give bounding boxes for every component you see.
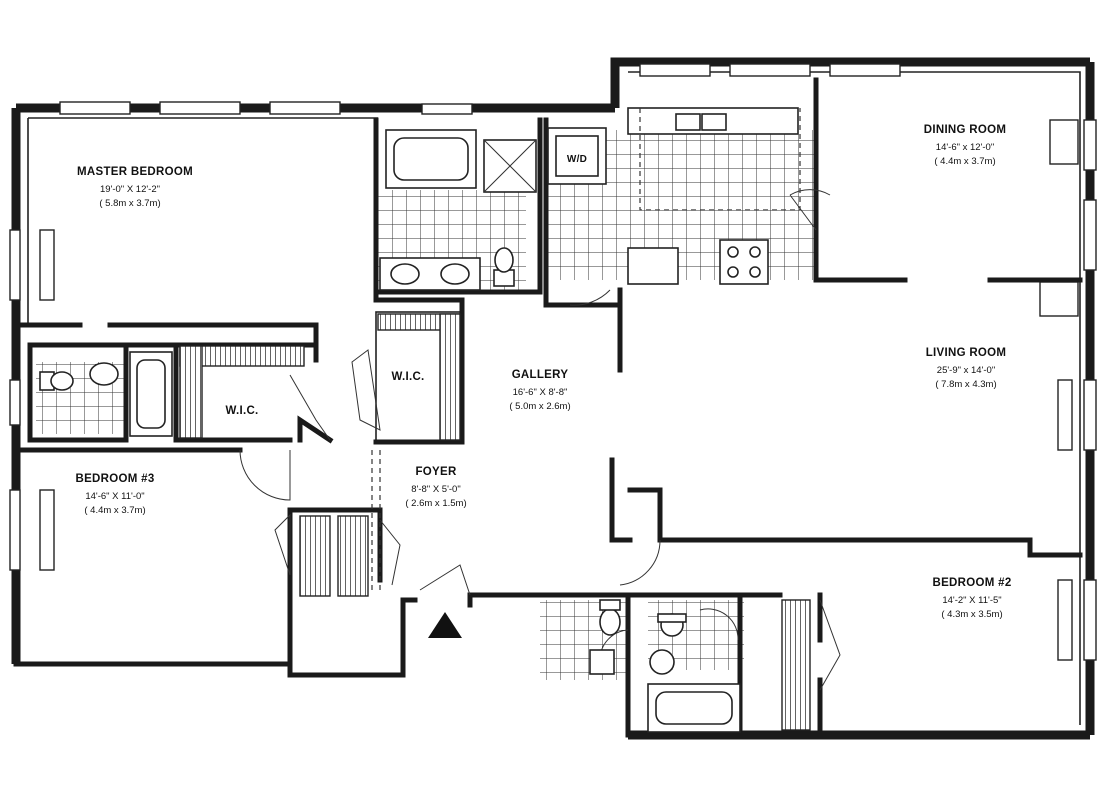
- room-living-room: LIVING ROOM 25'-9" x 14'-0" ( 7.8m x 4.3…: [926, 347, 1007, 390]
- window: [1083, 119, 1097, 171]
- room-dimension-metric: ( 7.8m x 4.3m): [935, 379, 996, 390]
- window: [1083, 379, 1097, 451]
- room-name: DINING ROOM: [924, 124, 1007, 136]
- interior-walls: [13, 77, 1083, 738]
- closet-rail: [179, 345, 203, 439]
- room-name: BEDROOM #3: [75, 473, 154, 485]
- fridge: [627, 247, 679, 285]
- room-dimension-metric: ( 4.4m x 3.7m): [934, 156, 995, 167]
- toilet: [599, 608, 621, 636]
- room-master-bedroom: MASTER BEDROOM 19'-0" X 12'-2" ( 5.8m x …: [77, 166, 193, 209]
- stove: [719, 239, 769, 285]
- room-dining-room: DINING ROOM 14'-6" x 12'-0" ( 4.4m x 3.7…: [924, 124, 1007, 167]
- window: [269, 101, 341, 115]
- room-dimension: 14'-2" X 11'-5": [942, 595, 1001, 606]
- window: [9, 489, 21, 571]
- room-dimension: 19'-0" X 12'-2": [100, 184, 160, 195]
- windows: [9, 63, 1097, 661]
- window: [421, 103, 473, 115]
- room-dimension: 25'-9" x 14'-0": [937, 365, 995, 376]
- room-bedroom-2: BEDROOM #2 14'-2" X 11'-5" ( 4.3m x 3.5m…: [932, 577, 1011, 620]
- column: [1057, 379, 1073, 451]
- window: [159, 101, 241, 115]
- closet-label-wic-master: W.I.C.: [225, 405, 258, 417]
- door-swings: [239, 189, 841, 691]
- room-name: LIVING ROOM: [926, 347, 1007, 359]
- outer-wall-south-bed3: [13, 661, 406, 678]
- sink: [89, 362, 119, 386]
- window: [1083, 199, 1097, 271]
- column: [39, 229, 55, 301]
- column: [1039, 281, 1079, 317]
- sink: [440, 263, 470, 285]
- closet-rail: [337, 515, 369, 597]
- closet-rail: [781, 599, 811, 731]
- room-gallery: GALLERY 16'-6" X 8'-8" ( 5.0m x 2.6m): [509, 369, 570, 412]
- room-labels: MASTER BEDROOM 19'-0" X 12'-2" ( 5.8m x …: [75, 124, 1011, 620]
- sink: [390, 263, 420, 285]
- fixtures: [39, 107, 801, 733]
- window: [9, 379, 21, 426]
- column: [1057, 579, 1073, 661]
- room-name: FOYER: [415, 466, 457, 478]
- window: [639, 63, 711, 77]
- room-dimension-metric: ( 2.6m x 1.5m): [405, 498, 466, 509]
- outer-wall-north-kitchen: [610, 57, 1090, 108]
- room-name: BEDROOM #2: [932, 577, 1011, 589]
- window: [729, 63, 811, 77]
- room-foyer: FOYER 8'-8" X 5'-0" ( 2.6m x 1.5m): [405, 466, 466, 509]
- closet-label-washer-dryer: W/D: [567, 154, 587, 165]
- closet-rail: [299, 515, 331, 597]
- window: [9, 229, 21, 301]
- room-dimension-metric: ( 4.3m x 3.5m): [941, 609, 1002, 620]
- window: [829, 63, 901, 77]
- entry-arrow-icon: [428, 612, 462, 638]
- room-dimension: 8'-8" X 5'-0": [411, 484, 460, 495]
- sink: [589, 649, 615, 675]
- room-dimension: 16'-6" X 8'-8": [513, 387, 568, 398]
- room-dimension-metric: ( 5.8m x 3.7m): [99, 198, 160, 209]
- sink: [649, 649, 675, 675]
- closet-label-wic-gallery: W.I.C.: [391, 371, 424, 383]
- room-dimension-metric: ( 4.4m x 3.7m): [84, 505, 145, 516]
- room-dimension: 14'-6" x 12'-0": [936, 142, 994, 153]
- window: [1083, 579, 1097, 661]
- room-name: GALLERY: [512, 369, 569, 381]
- closet-rail: [439, 313, 461, 441]
- room-bedroom-3: BEDROOM #3 14'-6" X 11'-0" ( 4.4m x 3.7m…: [75, 473, 154, 516]
- room-dimension-metric: ( 5.0m x 2.6m): [509, 401, 570, 412]
- room-name: MASTER BEDROOM: [77, 166, 193, 178]
- column: [1049, 119, 1079, 165]
- window: [59, 101, 131, 115]
- closets: [179, 313, 811, 731]
- room-dimension: 14'-6" X 11'-0": [85, 491, 144, 502]
- column: [39, 489, 55, 571]
